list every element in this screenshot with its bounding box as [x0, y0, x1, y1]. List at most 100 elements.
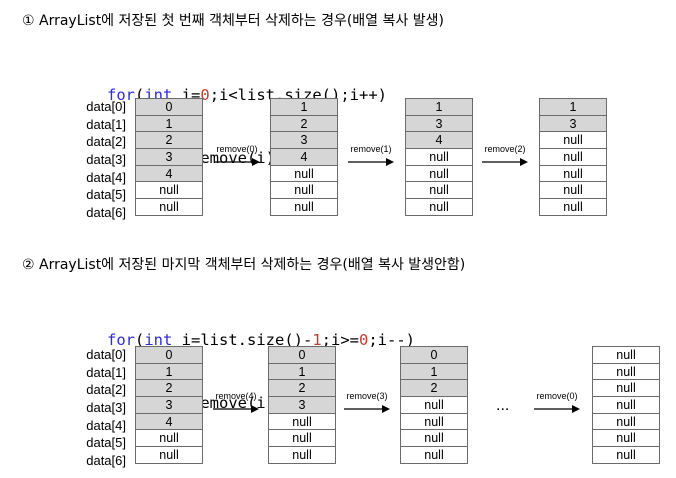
array-cell: null	[268, 446, 336, 464]
index-label: data[1]	[86, 116, 126, 132]
array-cell: 1	[405, 98, 473, 116]
index-label: data[6]	[86, 205, 126, 221]
arrow-label: remove(0)	[216, 144, 258, 154]
code-text: ;i>=	[321, 331, 359, 349]
array-cell: null	[400, 446, 468, 464]
right-arrow-icon	[344, 405, 390, 413]
array-cell: null	[135, 446, 203, 464]
s2-remove-arrow-3: remove(0)	[532, 391, 582, 416]
array-cell: 3	[135, 396, 203, 414]
code-text: (	[135, 86, 145, 104]
array-cell: 2	[135, 379, 203, 398]
array-cell: 1	[135, 114, 203, 133]
index-label: data[0]	[86, 99, 126, 114]
array-cell: 3	[270, 131, 338, 150]
index-label: data[2]	[86, 134, 126, 150]
array-cell: null	[539, 181, 607, 200]
array-cell: null	[539, 148, 607, 166]
s1-remove-arrow-2: remove(1)	[346, 144, 396, 169]
index-label: data[3]	[86, 152, 126, 168]
array-cell: null	[592, 362, 660, 381]
code-keyword-for: for	[107, 331, 135, 349]
array-cell: null	[135, 181, 203, 200]
array-cell: null	[539, 164, 607, 183]
code-number: 0	[200, 86, 210, 104]
index-label: data[4]	[86, 169, 126, 185]
code-keyword-int: int	[144, 331, 173, 349]
s2-remove-arrow-1: remove(4)	[211, 391, 261, 416]
array-cell: 1	[135, 362, 203, 381]
arrow-label: remove(3)	[346, 391, 388, 401]
array-cell: 0	[268, 346, 336, 364]
arrow-label: remove(2)	[484, 144, 526, 154]
array-cell: null	[592, 446, 660, 464]
array-cell: 4	[135, 412, 203, 431]
right-arrow-icon	[214, 158, 260, 166]
code-text: ;i<list.size();i++)	[209, 86, 387, 104]
array-cell: null	[268, 429, 336, 448]
section2-heading: ② ArrayList에 저장된 마지막 객체부터 삭제하는 경우(배열 복사 …	[22, 257, 466, 273]
arrow-label: remove(0)	[536, 391, 578, 401]
s1-remove-arrow-1: remove(0)	[212, 144, 262, 169]
array-cell: null	[270, 164, 338, 183]
index-label: data[4]	[86, 417, 126, 433]
array-cell: null	[592, 429, 660, 448]
index-label: data[1]	[86, 364, 126, 380]
array-cell: 4	[405, 131, 473, 150]
right-arrow-icon	[348, 158, 394, 166]
array-cell: 4	[270, 148, 338, 166]
ellipsis: ...	[496, 397, 510, 414]
array-cell: 1	[270, 98, 338, 116]
right-arrow-icon	[534, 405, 580, 413]
array-cell: 4	[135, 164, 203, 183]
right-arrow-icon	[213, 405, 259, 413]
arrow-label: remove(1)	[350, 144, 392, 154]
array-cell: null	[405, 181, 473, 200]
array-cell: null	[592, 396, 660, 414]
array-cell: null	[400, 412, 468, 431]
array-cell: null	[539, 131, 607, 150]
array-cell: null	[270, 198, 338, 216]
array-cell: null	[539, 198, 607, 216]
array-cell: 1	[268, 362, 336, 381]
code-number: 1	[312, 331, 322, 349]
index-label: data[5]	[86, 187, 126, 203]
section2-labels: data[0] data[1] data[2] data[3] data[4] …	[74, 346, 126, 470]
array-cell: 3	[135, 148, 203, 166]
array-cell: 0	[400, 346, 468, 364]
array-cell: null	[270, 181, 338, 200]
array-cell: 3	[539, 114, 607, 133]
index-label: data[3]	[86, 400, 126, 416]
code-text: ;i--)	[368, 331, 416, 349]
index-label: data[0]	[86, 347, 126, 362]
array-cell: 1	[400, 362, 468, 381]
array-cell: 1	[539, 98, 607, 116]
index-label: data[2]	[86, 382, 126, 398]
array-cell: 0	[135, 98, 203, 116]
code-text: (	[135, 331, 145, 349]
section1-heading: ① ArrayList에 저장된 첫 번째 객체부터 삭제하는 경우(배열 복사…	[22, 13, 444, 29]
array-cell: null	[400, 429, 468, 448]
array-cell: 2	[268, 379, 336, 398]
array-cell: 2	[135, 131, 203, 150]
array-cell: null	[592, 412, 660, 431]
array-cell: 2	[270, 114, 338, 133]
array-cell: null	[135, 198, 203, 216]
array-cell: 0	[135, 346, 203, 364]
array-cell: null	[405, 164, 473, 183]
array-cell: null	[268, 412, 336, 431]
array-cell: 3	[405, 114, 473, 133]
code-keyword-for: for	[107, 86, 135, 104]
right-arrow-icon	[482, 158, 528, 166]
code-text: i=list.size()-	[172, 331, 313, 349]
array-cell: null	[405, 198, 473, 216]
arrow-label: remove(4)	[215, 391, 257, 401]
s2-remove-arrow-2: remove(3)	[342, 391, 392, 416]
